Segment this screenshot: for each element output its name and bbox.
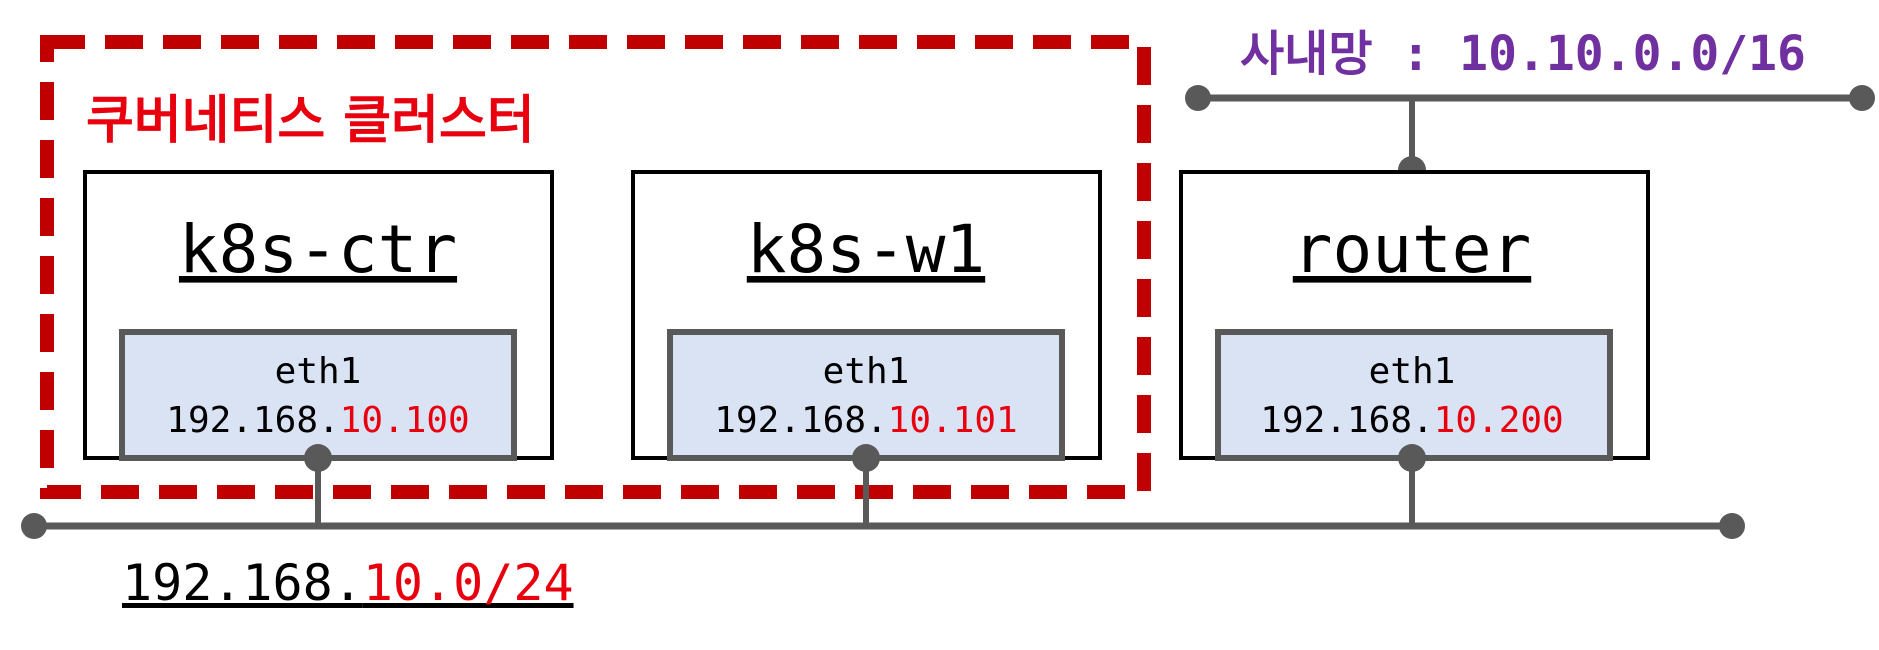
host-name: k8s-w1 xyxy=(747,211,985,288)
subnet-label: 192.168.10.0/24 xyxy=(122,554,574,612)
ip-suffix: 10.101 xyxy=(888,400,1018,441)
ip-prefix: 192.168. xyxy=(166,400,339,441)
nic-box xyxy=(667,329,1065,461)
cluster-label: 쿠버네티스 클러스터 xyxy=(86,91,535,151)
host-name: k8s-ctr xyxy=(179,211,457,288)
subnet-prefix: 192.168. xyxy=(122,554,363,612)
internal-network-right-end xyxy=(1849,85,1875,111)
nic-iface-label: eth1 xyxy=(823,351,910,392)
internal-network-left-end xyxy=(1185,85,1211,111)
cluster-boundary xyxy=(40,35,1151,499)
host-k8s-ctr: k8s-ctr eth1 192.168.10.100 xyxy=(83,170,554,461)
ip-prefix: 192.168. xyxy=(1260,400,1433,441)
nic-ip-address: 192.168.10.200 xyxy=(1260,400,1563,441)
subnet-suffix: 10.0/24 xyxy=(363,554,574,612)
nic-iface-label: eth1 xyxy=(275,351,362,392)
internal-network-label: 사내망 : 10.10.0.0/16 xyxy=(1240,26,1806,82)
subnet-bus-left-end xyxy=(21,513,47,539)
host-name: router xyxy=(1293,211,1531,288)
host-k8s-w1: k8s-w1 eth1 192.168.10.101 xyxy=(631,170,1102,461)
subnet-network: 192.168.10.0/24 xyxy=(21,444,1745,612)
ip-prefix: 192.168. xyxy=(714,400,887,441)
ip-suffix: 10.200 xyxy=(1434,400,1564,441)
k8s-w1-eth1-port xyxy=(852,444,880,472)
internal-network: 사내망 : 10.10.0.0/16 xyxy=(1185,26,1875,184)
nic-box xyxy=(119,329,517,461)
nic-iface-label: eth1 xyxy=(1369,351,1456,392)
kubernetes-cluster: 쿠버네티스 클러스터 xyxy=(40,35,1151,499)
nic-ip-address: 192.168.10.101 xyxy=(714,400,1017,441)
router-eth1-port xyxy=(1398,444,1426,472)
subnet-bus-right-end xyxy=(1719,513,1745,539)
nic-ip-address: 192.168.10.100 xyxy=(166,400,469,441)
ip-suffix: 10.100 xyxy=(340,400,470,441)
host-router: router eth1 192.168.10.200 xyxy=(1179,170,1650,461)
k8s-ctr-eth1-port xyxy=(304,444,332,472)
